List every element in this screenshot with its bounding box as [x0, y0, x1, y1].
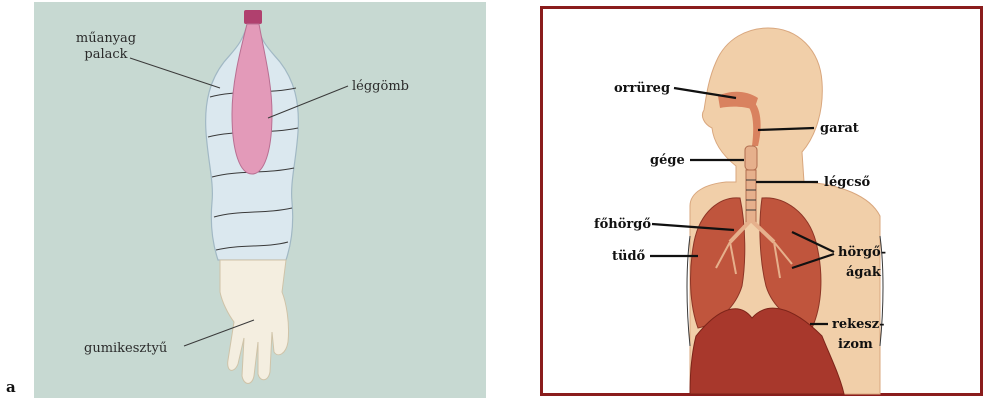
- trachea: [746, 170, 756, 222]
- diaphragm-label-line-1: rekesz-: [832, 317, 885, 332]
- bottle-label-line-2: palack: [84, 47, 127, 62]
- bottle-model-illustration: műanyag palack léggömb gumikesztyű: [34, 2, 486, 398]
- larynx: [745, 146, 757, 170]
- main-bronchus-label: főhörgő: [594, 217, 651, 232]
- balloon-label: léggömb: [352, 79, 409, 94]
- lung-label: tüdő: [612, 249, 646, 264]
- bottle-model-panel: műanyag palack léggömb gumikesztyű: [34, 2, 486, 398]
- trachea-label: légcső: [824, 175, 871, 190]
- panel-letter: a: [6, 378, 16, 396]
- respiratory-system-panel: orrüreg garat gége légcső főhörgő tüdő h…: [540, 6, 983, 396]
- pharynx-label: garat: [820, 121, 859, 136]
- diaphragm-label-line-2: izom: [838, 337, 873, 352]
- nasal-cavity-label: orrüreg: [614, 81, 670, 96]
- bronchial-branches-label-line-1: hörgő-: [838, 245, 886, 260]
- bottle-label-line-1: műanyag: [76, 31, 136, 46]
- larynx-label: gége: [650, 153, 685, 168]
- respiratory-system-illustration: orrüreg garat gége légcső főhörgő tüdő h…: [540, 6, 983, 396]
- glove-label: gumikesztyű: [84, 341, 167, 356]
- bottle-cap: [244, 10, 262, 24]
- bronchial-branches-label-line-2: ágak: [846, 265, 882, 280]
